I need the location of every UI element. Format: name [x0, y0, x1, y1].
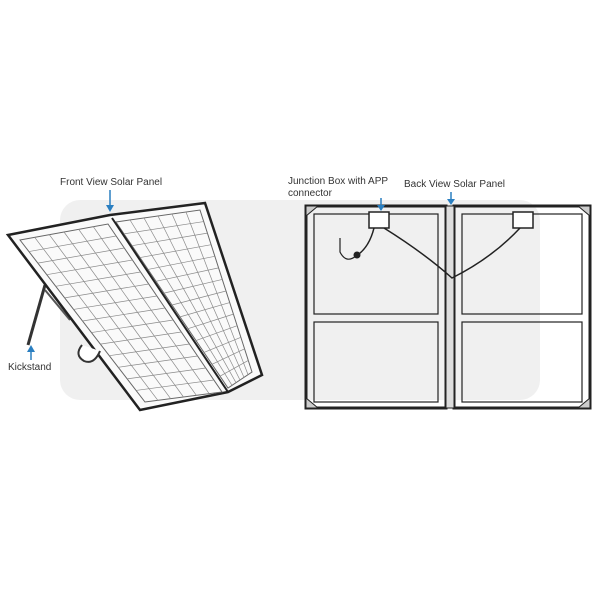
cell-line — [211, 348, 245, 365]
cell-line — [136, 379, 214, 391]
cell-line — [64, 283, 149, 299]
cell-line — [203, 336, 241, 353]
cell-line — [147, 255, 215, 270]
cell-line — [46, 259, 133, 276]
cell-line — [37, 247, 125, 264]
cell-line — [171, 290, 227, 306]
back-view-label: Back View Solar Panel — [404, 179, 505, 190]
cell-line — [219, 360, 249, 377]
cell-line — [118, 355, 198, 368]
cell-line — [109, 343, 190, 357]
cell-line — [82, 307, 166, 322]
cell-line — [91, 319, 174, 333]
kickstand-leg — [26, 284, 47, 346]
handle — [77, 344, 101, 363]
cell-line — [131, 232, 208, 247]
junction-box-left — [368, 211, 390, 229]
kickstand-label: Kickstand — [8, 362, 52, 373]
cell-line — [195, 325, 238, 341]
front-view-panel — [5, 190, 264, 412]
cell-line — [123, 221, 204, 235]
cell-line — [179, 302, 230, 318]
solar-cell-grid — [28, 211, 249, 401]
cell-line — [127, 367, 206, 380]
cell-line — [100, 331, 182, 345]
junction-box-label-line1: Junction Box with APP — [288, 176, 389, 187]
cell-line — [139, 244, 212, 258]
cell-line — [55, 271, 141, 287]
junction-box-right — [512, 211, 534, 229]
front-view-label: Front View Solar Panel — [60, 177, 163, 188]
cell-line — [28, 235, 117, 252]
cell-line — [187, 313, 234, 330]
cell-line — [73, 295, 157, 310]
junction-box-label-line2: connector — [288, 188, 332, 199]
cell-line — [155, 267, 219, 282]
cell-line — [163, 279, 223, 294]
back-view-panel — [304, 192, 592, 410]
